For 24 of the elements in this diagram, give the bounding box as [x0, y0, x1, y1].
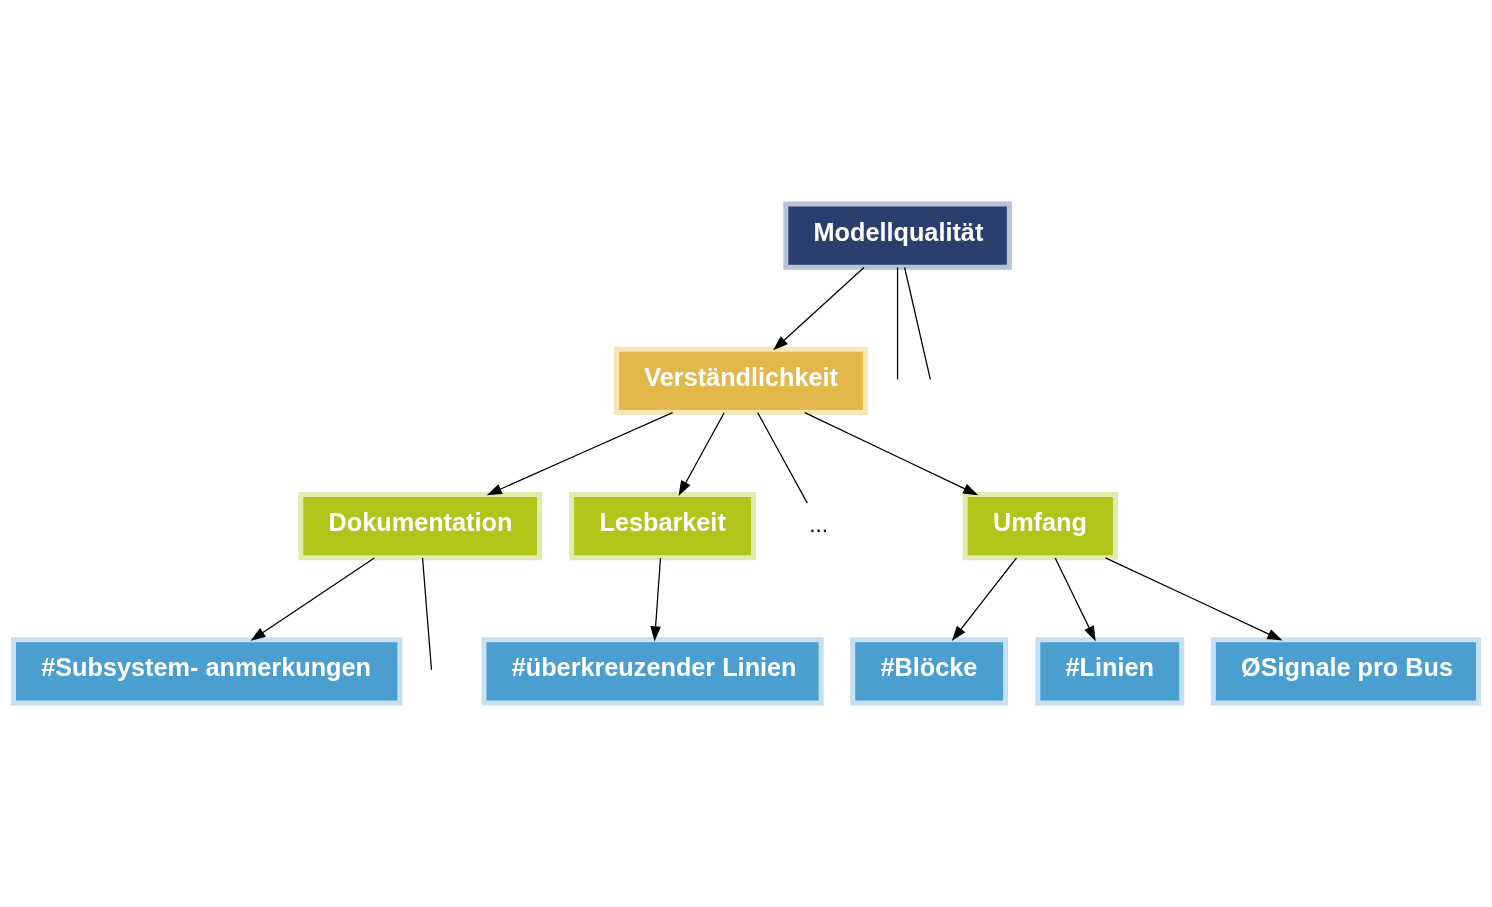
arrow — [250, 557, 375, 641]
node-box: Umfang — [962, 492, 1118, 561]
connector — [904, 266, 931, 381]
arrow — [1054, 557, 1096, 642]
connector — [757, 412, 808, 504]
arrow — [486, 411, 674, 496]
arrow — [804, 411, 979, 496]
arrow — [773, 266, 865, 351]
node-box: #Linien — [1035, 637, 1185, 706]
node-box: #Subsystem- anmerkungen — [10, 637, 403, 706]
connector — [421, 557, 433, 671]
arrow — [1104, 557, 1283, 641]
node-box: #Blöcke — [850, 637, 1009, 706]
arrow — [650, 557, 662, 642]
node-box: Dokumentation — [298, 492, 543, 561]
node-text: ... — [809, 510, 829, 537]
node-box: Modellqualität — [783, 201, 1012, 270]
arrow — [951, 557, 1018, 642]
node-box: Lesbarkeit — [569, 492, 757, 561]
connector — [896, 266, 899, 381]
node-box: ØSignale pro Bus — [1210, 637, 1482, 706]
node-box: Verständlichkeit — [614, 346, 868, 415]
node-box: #überkreuzender Linien — [481, 637, 824, 706]
arrow — [678, 412, 725, 496]
